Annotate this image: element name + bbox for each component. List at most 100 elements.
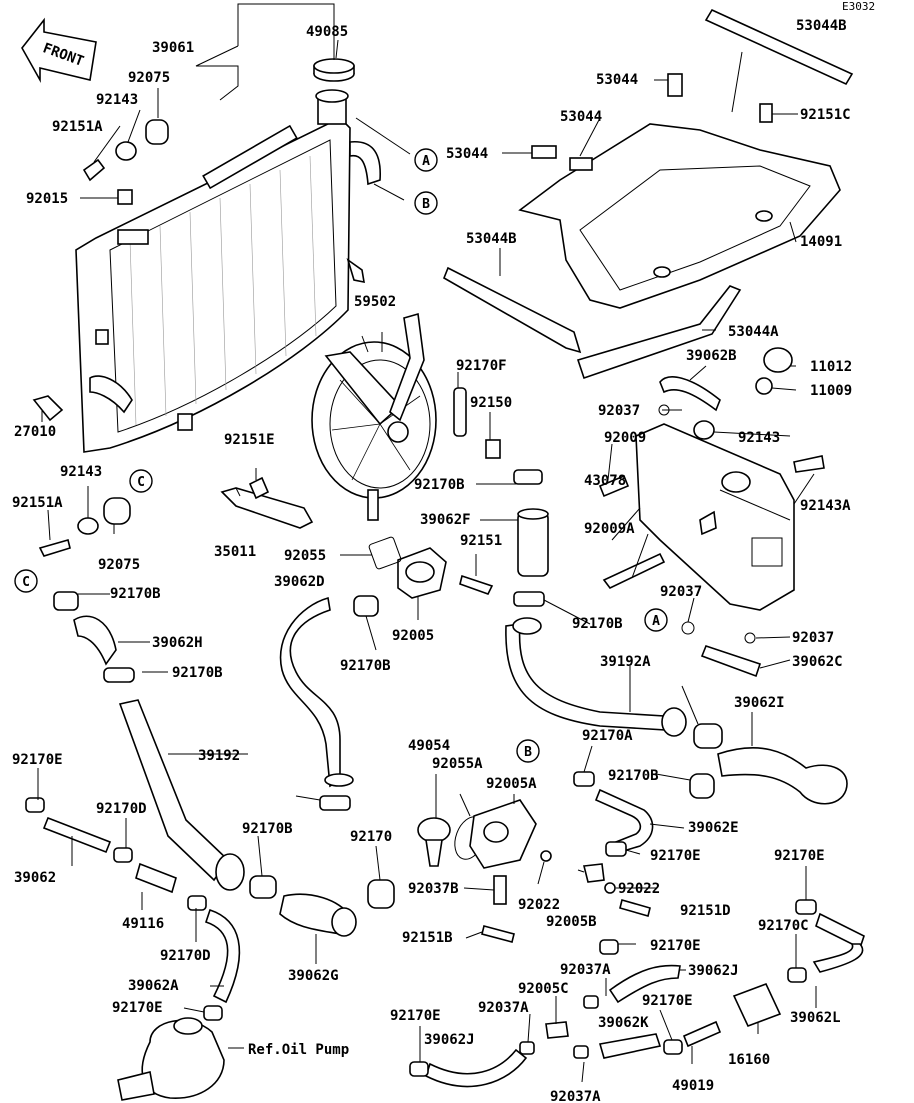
nut-92015 (117, 189, 133, 205)
clip-92037-c (744, 632, 756, 644)
radiator (75, 89, 381, 453)
svg-text:C: C (137, 475, 145, 490)
part-label: 92151A (52, 119, 103, 135)
part-label: 92151 (460, 533, 502, 549)
ref-label: Ref.Oil Pump (248, 1042, 349, 1058)
part-label: 49085 (306, 24, 348, 40)
oil-pump-ref (117, 1017, 225, 1101)
hose-39192a (505, 617, 687, 737)
fitting-92005b (583, 863, 605, 883)
part-label: 92170E (650, 938, 701, 954)
part-label: 92005 (392, 628, 434, 644)
clamp-92170e-right (795, 899, 817, 915)
hose-39062c (700, 645, 762, 678)
hose-39062 (42, 816, 112, 854)
clip-92037b (493, 875, 507, 905)
part-label: 53044 (596, 72, 638, 88)
part-label: 92151B (402, 930, 453, 946)
bolt-92151b (481, 925, 515, 943)
part-label: 39062B (686, 348, 737, 364)
part-label: 92143 (60, 464, 102, 480)
hose-39062j-upper (608, 964, 681, 1004)
clamp-92170e-low3 (409, 1061, 429, 1077)
hose-39062b (659, 376, 721, 412)
leader-lines (37, 3, 817, 1083)
hose-39062j-lower (425, 1048, 528, 1088)
hose-39062f (517, 508, 549, 577)
svg-text:B: B (422, 197, 430, 212)
part-label: 92143 (96, 92, 138, 108)
part-label: 92170E (12, 752, 63, 768)
clamp-92170b-a (513, 469, 543, 485)
cooling-fan (311, 312, 437, 521)
clamp-92170e-mid (605, 841, 627, 857)
clamp-92170b-c (353, 595, 379, 617)
part-label: 39062A (128, 978, 179, 994)
clamp-92170e-low2 (599, 939, 619, 955)
part-label: 92170D (96, 801, 147, 817)
callout-b-mid: B (516, 739, 540, 763)
part-label: 92055 (284, 548, 326, 564)
part-label: 92037 (660, 584, 702, 600)
part-label: 39061 (152, 40, 194, 56)
part-label: 92151C (800, 107, 851, 123)
grommet-92075-top (145, 119, 169, 145)
tank-plug-11009 (755, 377, 773, 395)
seal-53044a (576, 285, 742, 380)
part-label: 92005B (546, 914, 597, 930)
part-label: 39062C (792, 654, 843, 670)
clip-92037a-2 (519, 1041, 535, 1055)
part-label: 92170B (110, 586, 161, 602)
part-label: 39062F (420, 512, 471, 528)
svg-text:C: C (22, 575, 30, 590)
part-label: 14091 (800, 234, 842, 250)
clamp-92170b-d (319, 795, 351, 811)
part-label: 92151E (224, 432, 275, 448)
part-label: 49019 (672, 1078, 714, 1094)
bracket-92170f (453, 387, 467, 437)
bolt-92151a-bottom (38, 539, 71, 557)
svg-text:B: B (524, 745, 532, 760)
part-label: 92170E (642, 993, 693, 1009)
bracket-35011 (220, 487, 314, 529)
seal-53044-a (667, 73, 683, 97)
hose-39062g (279, 893, 357, 937)
callout-c-lower: C (14, 569, 38, 593)
callout-a-right: A (644, 608, 668, 632)
part-label: 92143 (738, 430, 780, 446)
part-label: 53044 (560, 109, 602, 125)
part-label: 92005C (518, 981, 569, 997)
fitting-49019 (682, 1020, 722, 1048)
bolt-92009 (598, 474, 630, 498)
diagram-code: E3032 (842, 0, 875, 13)
bolt-92143a (793, 455, 825, 473)
part-label: 92170B (414, 477, 465, 493)
bolt-92150 (485, 439, 501, 459)
radiator-cap (313, 58, 355, 82)
callout-a-top: A (414, 148, 438, 172)
part-label: 11009 (810, 383, 852, 399)
part-label: 49054 (408, 738, 450, 754)
tank-cap-11012 (763, 347, 793, 373)
seal-53044b-mid (442, 266, 582, 354)
part-label: 92170A (582, 728, 633, 744)
part-label: 43078 (584, 473, 626, 489)
clamp-92170e-low1 (663, 1039, 683, 1055)
seal-53044-b (569, 157, 593, 171)
part-label: 53044B (796, 18, 847, 34)
hose-39062i (717, 747, 848, 805)
washer-92022-a (540, 850, 552, 862)
pipe-39192 (118, 699, 245, 891)
collar-92143-top (115, 141, 137, 161)
collar-92143-bottom (77, 517, 99, 535)
collar-92143-tank (693, 420, 715, 440)
hose-39062k (598, 1033, 662, 1059)
clamp-92170e-pump (203, 1005, 223, 1021)
hose-39062d (279, 596, 354, 788)
part-label: 39062D (274, 574, 325, 590)
part-label: 53044 (446, 146, 488, 162)
part-label: 39192 (198, 748, 240, 764)
part-label: 92170B (608, 768, 659, 784)
clamp-92170b-f (689, 773, 715, 799)
clamp-92170d-lower (187, 895, 207, 911)
